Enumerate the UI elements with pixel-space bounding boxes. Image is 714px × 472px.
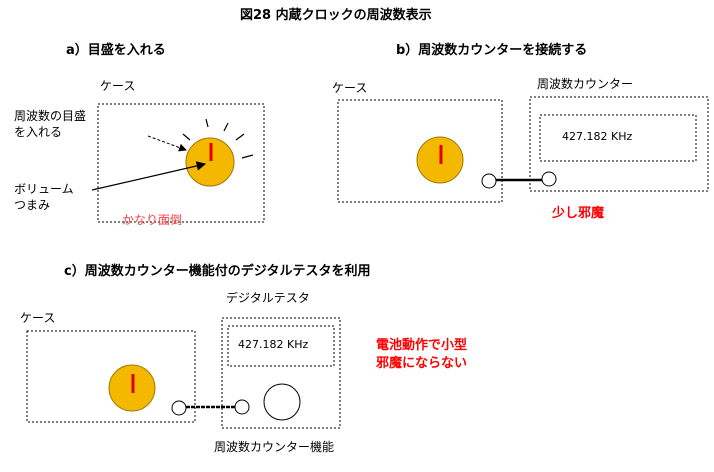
tester-box (221, 317, 341, 429)
case-a-box (97, 103, 265, 223)
section-c-heading: c）周波数カウンター機能付のデジタルテスタを利用 (64, 264, 371, 279)
scale-label-line1: 周波数の目盛 (14, 109, 87, 123)
section-a-heading: a）目盛を入れる (66, 43, 166, 58)
tester-display (227, 325, 335, 367)
verdict-c-line1: 電池動作で小型 (376, 338, 468, 353)
input-jack-b (541, 171, 557, 187)
scale-label-line2: を入れる (14, 125, 63, 139)
tester-label: デジタルテスタ (226, 291, 310, 305)
input-jack-c (234, 399, 250, 415)
counter-display (539, 114, 697, 162)
case-a-label: ケース (100, 79, 136, 93)
scale-arrow (147, 135, 187, 152)
case-c-label: ケース (20, 311, 56, 325)
case-c-box (26, 330, 196, 423)
output-jack-b (481, 173, 497, 189)
case-b-label: ケース (332, 81, 368, 95)
knob-label-line1: ボリューム (14, 182, 74, 196)
verdict-b: 少し邪魔 (552, 206, 605, 221)
counter-box (529, 96, 709, 192)
volume-knob-a (185, 137, 235, 187)
case-b-box (337, 99, 503, 203)
figure-title: 図28 内蔵クロックの周波数表示 (240, 8, 432, 23)
knob-label-line2: つまみ (14, 198, 51, 212)
output-jack-c (171, 400, 187, 416)
scale-ticks (182, 118, 254, 159)
knob-arrow (91, 161, 207, 191)
tester-dial (263, 383, 301, 421)
tester-display-value: 427.182 KHz (238, 338, 309, 351)
section-b-heading: b）周波数カウンターを接続する (396, 43, 588, 58)
verdict-a: かなり面倒 (122, 213, 183, 227)
tester-bottom-label: 周波数カウンター機能 (214, 440, 335, 454)
verdict-c-line2: 邪魔にならない (376, 356, 468, 371)
counter-display-value: 427.182 KHz (562, 130, 633, 143)
counter-label: 周波数カウンター (537, 77, 634, 91)
